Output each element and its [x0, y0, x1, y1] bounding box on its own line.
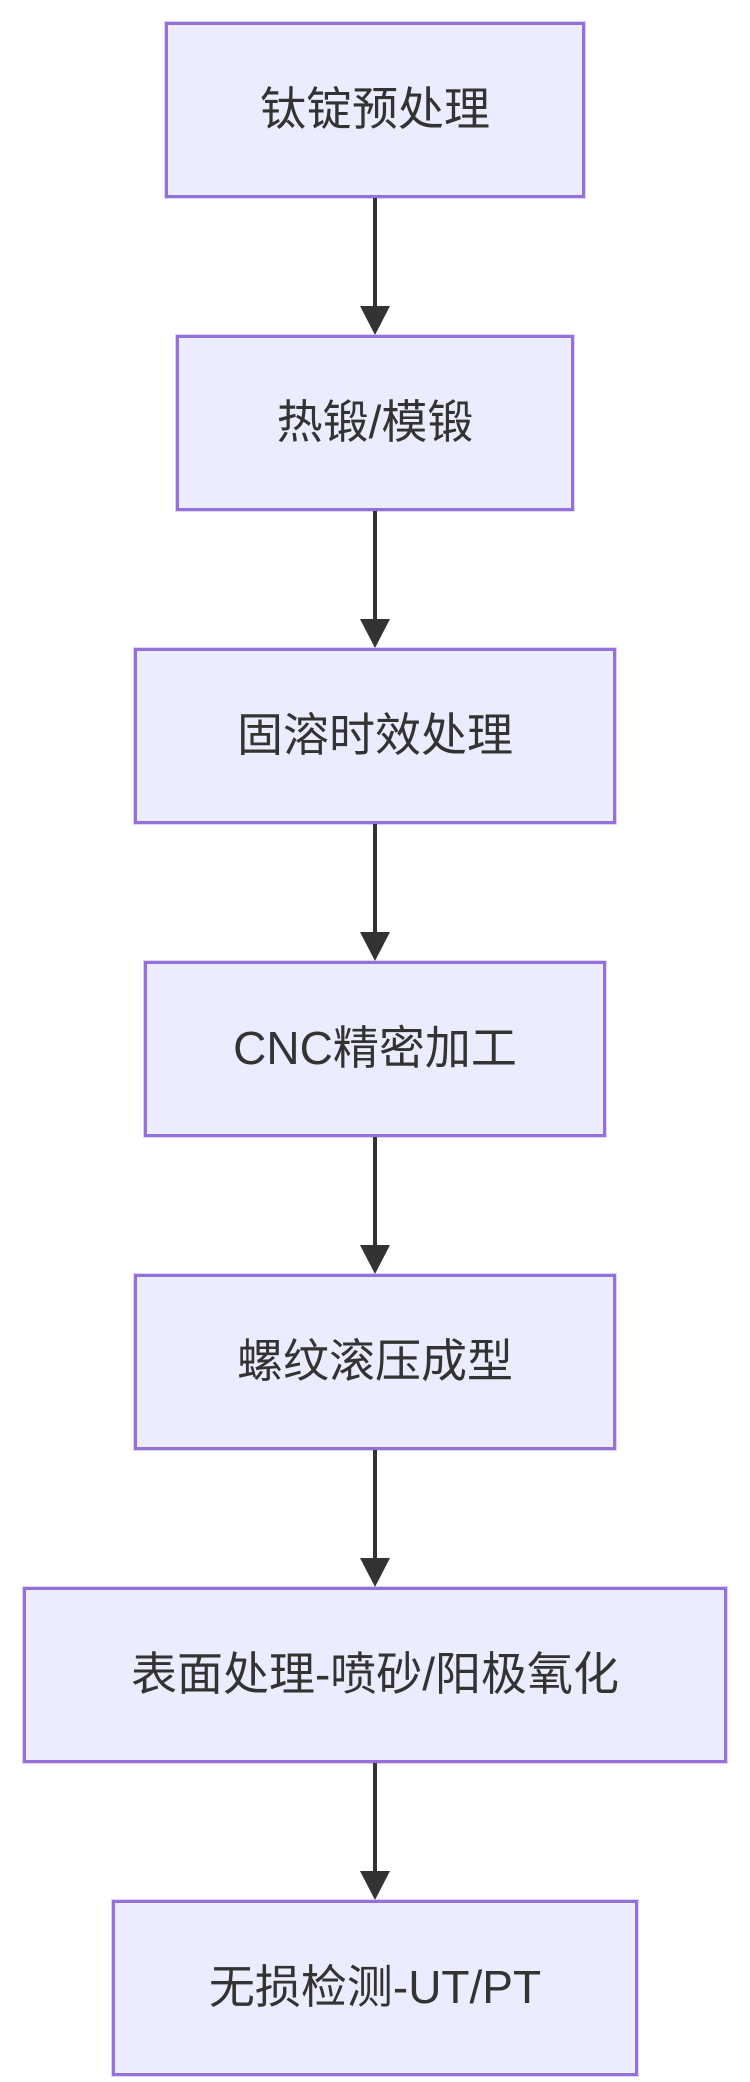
flow-node-titanium-ingot-pretreatment: 钛锭预处理 [165, 22, 585, 198]
node-label: 钛锭预处理 [260, 83, 490, 136]
arrow-down-5-icon [360, 1450, 390, 1587]
node-label: 无损检测-UT/PT [208, 1961, 542, 2014]
arrow-down-3-icon [360, 824, 390, 961]
flow-node-surface-treatment-sandblast-anodize: 表面处理-喷砂/阳极氧化 [23, 1587, 727, 1763]
node-label: 表面处理-喷砂/阳极氧化 [130, 1648, 620, 1701]
flow-node-hot-forging-die-forging: 热锻/模锻 [176, 335, 574, 511]
node-label: 螺纹滚压成型 [237, 1335, 513, 1388]
flow-node-ndt-ut-pt: 无损检测-UT/PT [112, 1900, 638, 2076]
arrow-down-2-icon [360, 511, 390, 648]
flow-node-solution-aging-treatment: 固溶时效处理 [134, 648, 616, 824]
node-label: CNC精密加工 [233, 1022, 517, 1075]
node-label: 固溶时效处理 [237, 709, 513, 762]
arrow-down-6-icon [360, 1763, 390, 1900]
flow-node-thread-rolling-forming: 螺纹滚压成型 [134, 1274, 616, 1450]
arrow-down-4-icon [360, 1137, 390, 1274]
arrow-down-1-icon [360, 198, 390, 335]
node-label: 热锻/模锻 [276, 396, 474, 449]
flow-node-cnc-precision-machining: CNC精密加工 [144, 961, 606, 1137]
